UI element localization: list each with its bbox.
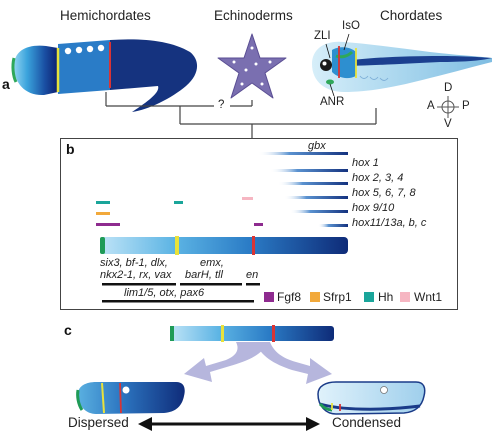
gene-label-emx: emx, [200,257,224,269]
posterior-gene-bars [258,152,348,227]
gene-label-hox1: hox 1 [352,157,379,169]
panel-c-illustration [76,325,426,431]
legend-label-sfrp1: Sfrp1 [323,290,352,304]
compass-p: P [462,100,470,112]
dispersed-embryo [76,382,185,414]
anr-label: ANR [320,96,345,108]
gene-label-en: en [246,269,259,281]
gene-label-hox910: hox 9/10 [352,202,395,214]
hemichordates-label: Hemichordates [60,8,151,23]
gene-label-hox5678: hox 5, 6, 7, 8 [352,187,416,199]
zli-label: ZLI [314,30,331,42]
iso-label: IsO [342,20,360,32]
legend-label-fgf8: Fgf8 [277,290,302,304]
gene-label-barh: barH, tll [185,269,223,281]
legend-swatch-hh [364,292,374,302]
chordate-larva [312,33,492,97]
panel-c-letter: c [64,322,72,338]
panel-b-expression-diagram [96,152,348,303]
echinoderms-label: Echinoderms [214,8,293,23]
gene-label-gbx: gbx [308,140,326,152]
question-mark: ? [218,99,225,111]
panel-a-illustration [11,33,492,138]
compass-icon [437,96,459,118]
gene-label-six3: six3, bf-1, dlx, [100,257,168,269]
legend-swatch-sfrp1 [310,292,320,302]
neural-axis-bar [100,236,348,255]
compass-d: D [444,82,453,94]
condensed-label: Condensed [332,415,402,430]
gene-label-hox1113: hox11/13a, b, c [352,217,427,229]
starfish [217,33,287,99]
legend-label-wnt1: Wnt1 [414,290,443,304]
condensed-embryo [317,381,426,415]
chordates-label: Chordates [380,8,443,23]
phylogeny-tree [105,92,377,138]
branch-arrows [184,342,332,384]
legend-swatch-wnt1 [400,292,410,302]
legend-swatch-fgf8 [264,292,274,302]
panel-b-letter: b [66,141,75,157]
gene-label-hox234: hox 2, 3, 4 [352,172,404,184]
dispersed-label: Dispersed [68,415,129,430]
panel-b-box [60,138,458,310]
double-arrow [138,417,320,431]
signalling-marks [96,197,263,226]
panel-c-axis-bar [170,325,334,342]
acorn-worm [11,39,198,113]
compass-v: V [444,118,452,130]
gene-label-lim1: lim1/5, otx, pax6 [124,287,205,299]
expression-domain-lines [102,283,260,303]
legend-label-hh: Hh [378,290,394,304]
gene-label-nkx2: nkx2-1, rx, vax [100,269,172,281]
panel-a-letter: a [2,76,10,92]
compass-a: A [427,100,435,112]
